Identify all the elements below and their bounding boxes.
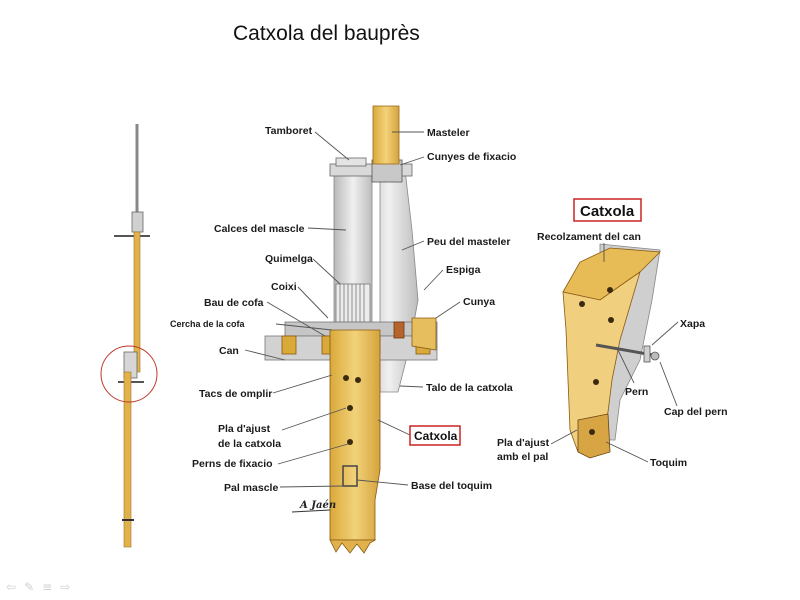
label-cercha-cofa: Cercha de la cofa [170,319,246,329]
label-coixi: Coixi [271,281,297,293]
label-talo-catxola: Talo de la catxola [426,382,513,394]
catxola-highlight-box [409,425,461,446]
detail-title-box [573,198,642,222]
label-pla-ajust-pal-line1: Pla d'ajust [497,437,550,449]
slide-nav: ⇦ ✎ ≡ ⇨ [6,580,70,594]
label-xapa: Xapa [680,318,705,330]
detail-title: Catxola [580,203,635,220]
pen-icon[interactable]: ✎ [24,580,35,594]
label-pern: Pern [625,386,648,398]
label-tacs-omplir: Tacs de omplir [199,388,272,400]
label-cunya: Cunya [463,296,495,308]
label-pla-ajust-line1: Pla d'ajust [218,423,271,435]
main-section [264,105,438,554]
leader-lines [244,131,461,488]
author-signature: A Jaén [299,500,336,511]
label-pla-ajust-line2: de la catxola [218,438,281,450]
prev-arrow-icon[interactable]: ⇦ [6,580,17,594]
label-cunyes-fixacio: Cunyes de fixacio [427,151,516,163]
menu-icon[interactable]: ≡ [42,580,53,594]
label-toquim: Toquim [650,457,687,469]
label-catxola: Catxola [414,429,458,443]
label-espiga: Espiga [446,264,481,276]
slide-title: Catxola del bauprès [233,22,420,45]
catxola-detail [562,243,661,459]
label-pla-ajust-pal-line2: amb el pal [497,451,548,463]
label-tamboret: Tamboret [265,125,313,137]
mast-overview [100,124,158,548]
label-bau-cofa: Bau de cofa [204,297,264,309]
label-pal-mascle: Pal mascle [224,482,278,494]
label-base-toquim: Base del toquim [411,480,492,492]
label-can: Can [219,345,239,357]
label-quimelga: Quimelga [265,253,313,265]
next-arrow-icon[interactable]: ⇨ [60,580,71,594]
label-cap-pern: Cap del pern [664,406,728,418]
label-calces-mascle: Calces del mascle [214,223,305,235]
detail-leader-lines [550,243,679,463]
label-masteler: Masteler [427,127,470,139]
label-perns-fixacio: Perns de fixacio [192,458,273,470]
label-peu-masteler: Peu del masteler [427,236,510,248]
label-recolzament-can: Recolzament del can [537,231,641,243]
